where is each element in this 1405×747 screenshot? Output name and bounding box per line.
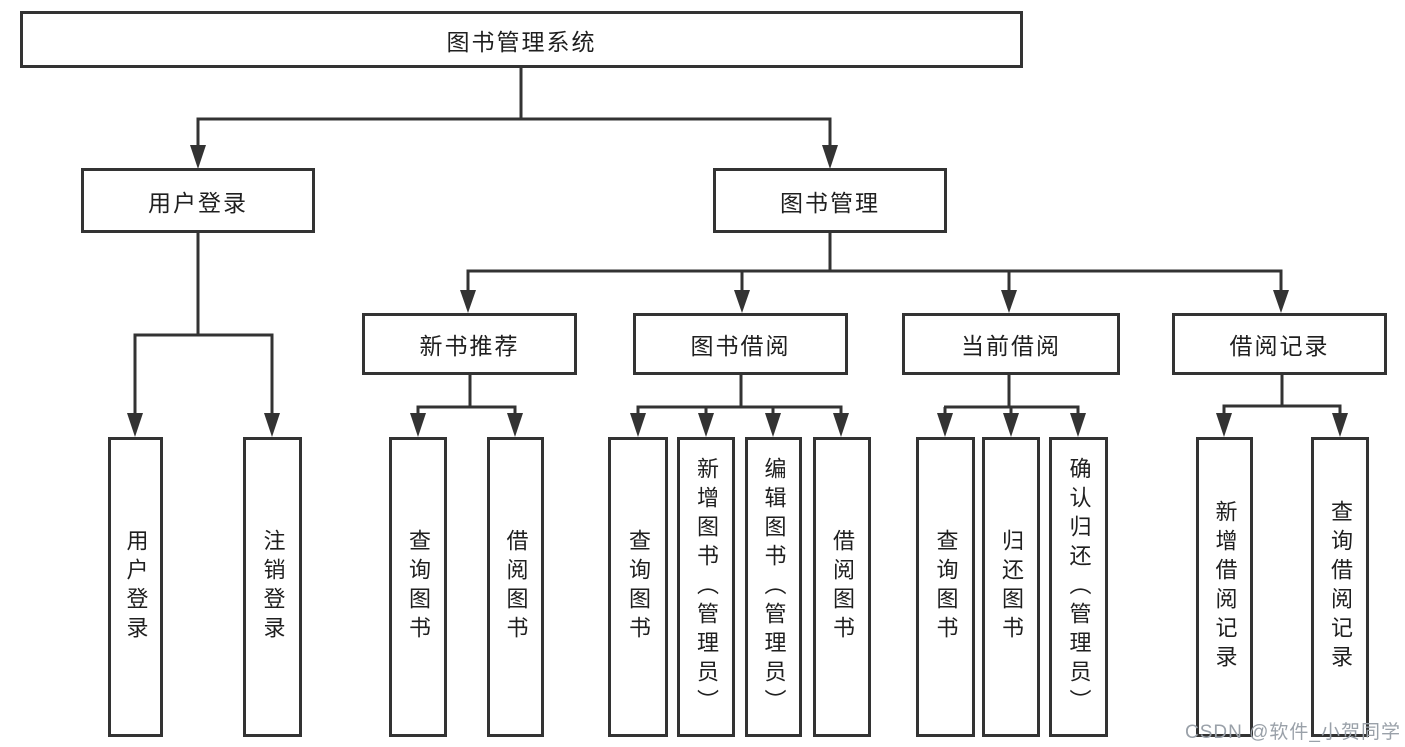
leaf-record-query-label: 查询借阅记录: [1328, 500, 1353, 674]
node-book-mgmt-label: 图书管理: [780, 189, 880, 216]
leaf-newbook-query: 查询图书: [389, 437, 447, 737]
node-user-login-label: 用户登录: [148, 189, 248, 216]
leaf-newbook-query-label: 查询图书: [406, 529, 431, 645]
node-borrow-record-label: 借阅记录: [1229, 333, 1330, 359]
leaf-logout-label: 注销登录: [260, 529, 286, 645]
leaf-current-confirm: 确认归还（管理员）: [1049, 437, 1108, 737]
node-borrow-record: 借阅记录: [1172, 313, 1387, 375]
node-new-book-label: 新书推荐: [419, 333, 520, 359]
leaf-current-return-label: 归还图书: [999, 529, 1024, 645]
leaf-newbook-borrow: 借阅图书: [487, 437, 544, 737]
leaf-current-query: 查询图书: [916, 437, 975, 737]
leaf-logout: 注销登录: [243, 437, 302, 737]
leaf-user-login-label: 用户登录: [123, 529, 149, 645]
leaf-newbook-borrow-label: 借阅图书: [503, 529, 529, 645]
node-new-book: 新书推荐: [362, 313, 577, 375]
leaf-record-add-label: 新增借阅记录: [1212, 500, 1238, 674]
node-book-borrow-label: 图书借阅: [690, 333, 791, 359]
node-current-borrow: 当前借阅: [902, 313, 1120, 375]
leaf-borrow-add: 新增图书（管理员）: [677, 437, 735, 737]
leaf-borrow-add-label: 新增图书（管理员）: [694, 456, 719, 718]
leaf-borrow-edit-label: 编辑图书（管理员）: [761, 456, 787, 718]
leaf-record-add: 新增借阅记录: [1196, 437, 1253, 737]
leaf-borrow-book-label: 借阅图书: [830, 529, 855, 645]
node-root-label: 图书管理系统: [446, 28, 597, 55]
leaf-borrow-book: 借阅图书: [813, 437, 871, 737]
node-current-borrow-label: 当前借阅: [961, 333, 1061, 359]
leaf-current-confirm-label: 确认归还（管理员）: [1066, 456, 1092, 718]
leaf-record-query: 查询借阅记录: [1311, 437, 1369, 737]
leaf-user-login: 用户登录: [108, 437, 163, 737]
node-book-mgmt: 图书管理: [713, 168, 947, 233]
leaf-borrow-edit: 编辑图书（管理员）: [745, 437, 802, 737]
leaf-current-query-label: 查询图书: [933, 529, 959, 645]
leaf-borrow-query: 查询图书: [608, 437, 668, 737]
node-root: 图书管理系统: [20, 11, 1023, 68]
node-book-borrow: 图书借阅: [633, 313, 848, 375]
csdn-watermark: CSDN @软件_小贺同学: [1185, 722, 1401, 743]
node-user-login: 用户登录: [81, 168, 315, 233]
leaf-borrow-query-label: 查询图书: [626, 529, 651, 645]
leaf-current-return: 归还图书: [982, 437, 1040, 737]
